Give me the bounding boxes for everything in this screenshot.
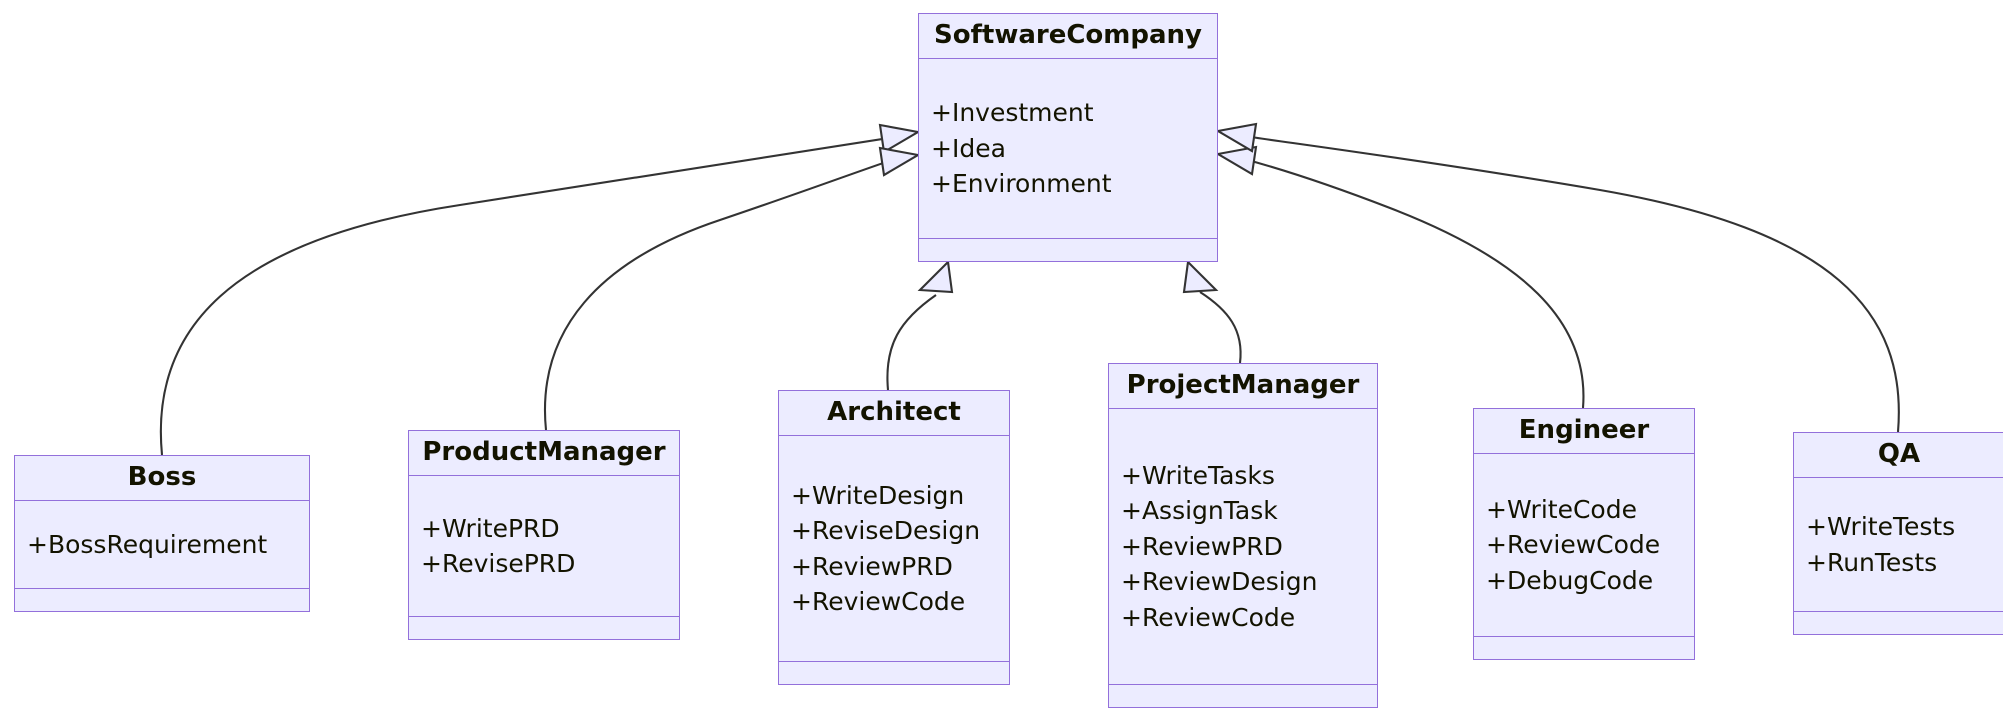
class-divider xyxy=(1474,453,1694,455)
inheritance-arrowhead xyxy=(917,259,954,294)
attribute-item: +Idea xyxy=(931,133,1006,163)
class-node-productmanager[interactable]: ProductManager +WritePRD +RevisePRD xyxy=(408,430,680,640)
attribute-item: +Investment xyxy=(931,98,1094,128)
class-divider xyxy=(1474,636,1694,637)
attribute-item: +ReviewDesign xyxy=(1121,567,1318,597)
class-node-engineer[interactable]: Engineer +WriteCode +ReviewCode +DebugCo… xyxy=(1473,408,1695,660)
attribute-list-softwarecompany: +Investment +Idea +Environment xyxy=(919,59,1217,238)
attribute-item: +AssignTask xyxy=(1121,496,1278,526)
class-divider xyxy=(1794,477,2003,479)
attribute-list-engineer: +WriteCode +ReviewCode +DebugCode xyxy=(1474,454,1694,636)
attribute-item: +WriteCode xyxy=(1486,494,1637,524)
class-divider xyxy=(779,661,1009,662)
attribute-item: +WritePRD xyxy=(421,513,560,543)
attribute-item: +WriteTests xyxy=(1806,512,1956,542)
attribute-item: +Environment xyxy=(931,169,1112,199)
method-list-qa xyxy=(1794,612,2003,634)
method-list-productmanager xyxy=(409,617,679,639)
class-node-boss[interactable]: Boss +BossRequirement xyxy=(14,455,310,612)
class-title-architect: Architect xyxy=(827,397,961,427)
inheritance-arrowhead xyxy=(878,123,921,154)
method-list-boss xyxy=(15,589,309,611)
class-node-projectmanager[interactable]: ProjectManager +WriteTasks +AssignTask +… xyxy=(1108,363,1378,708)
attribute-item: +WriteTasks xyxy=(1121,460,1275,490)
class-title-boss: Boss xyxy=(127,462,197,492)
class-divider xyxy=(1109,684,1377,685)
attribute-list-architect: +WriteDesign +ReviseDesign +ReviewPRD +R… xyxy=(779,436,1009,661)
attribute-item: +BossRequirement xyxy=(27,529,268,559)
class-node-qa[interactable]: QA +WriteTests +RunTests xyxy=(1793,432,2003,635)
inheritance-arrowhead xyxy=(1215,122,1258,153)
attribute-list-projectmanager: +WriteTasks +AssignTask +ReviewPRD +Revi… xyxy=(1109,409,1377,684)
class-title-projectmanager: ProjectManager xyxy=(1126,370,1360,400)
edge-projectmanager-to-softwarecompany xyxy=(1182,259,1242,364)
class-divider xyxy=(15,588,309,589)
attribute-item: +ReviewCode xyxy=(791,587,966,617)
class-divider xyxy=(1109,408,1377,410)
class-title-productmanager: ProductManager xyxy=(422,437,666,467)
attribute-item: +DebugCode xyxy=(1486,565,1654,595)
attribute-item: +ReviewCode xyxy=(1121,602,1296,632)
edge-productmanager-to-softwarecompany xyxy=(543,146,921,431)
method-list-softwarecompany xyxy=(919,239,1217,261)
attribute-list-qa: +WriteTests +RunTests xyxy=(1794,478,2003,611)
class-divider xyxy=(919,238,1217,239)
inheritance-arrowhead xyxy=(1215,145,1258,176)
class-node-architect[interactable]: Architect +WriteDesign +ReviseDesign +Re… xyxy=(778,390,1010,685)
class-divider xyxy=(779,435,1009,437)
class-title-softwarecompany: SoftwareCompany xyxy=(934,20,1202,50)
method-list-projectmanager xyxy=(1109,685,1377,707)
method-list-engineer xyxy=(1474,637,1694,659)
attribute-item: +WriteDesign xyxy=(791,480,965,510)
method-list-architect xyxy=(779,662,1009,684)
class-divider xyxy=(409,475,679,477)
class-divider xyxy=(409,616,679,617)
class-title-engineer: Engineer xyxy=(1518,415,1650,445)
class-divider xyxy=(1794,611,2003,612)
attribute-item: +ReviseDesign xyxy=(791,516,981,546)
attribute-list-productmanager: +WritePRD +RevisePRD xyxy=(409,476,679,616)
attribute-list-boss: +BossRequirement xyxy=(15,501,309,588)
edge-architect-to-softwarecompany xyxy=(886,259,954,391)
class-title-qa: QA xyxy=(1877,439,1921,469)
attribute-item: +ReviewPRD xyxy=(791,551,953,581)
class-divider xyxy=(15,500,309,502)
class-node-softwarecompany[interactable]: SoftwareCompany +Investment +Idea +Envir… xyxy=(918,13,1218,262)
inheritance-arrowhead xyxy=(878,146,921,177)
attribute-item: +RevisePRD xyxy=(421,549,576,579)
attribute-item: +ReviewCode xyxy=(1486,530,1661,560)
class-divider xyxy=(919,58,1217,60)
attribute-item: +RunTests xyxy=(1806,547,1938,577)
attribute-item: +ReviewPRD xyxy=(1121,531,1283,561)
inheritance-arrowhead xyxy=(1182,259,1219,294)
